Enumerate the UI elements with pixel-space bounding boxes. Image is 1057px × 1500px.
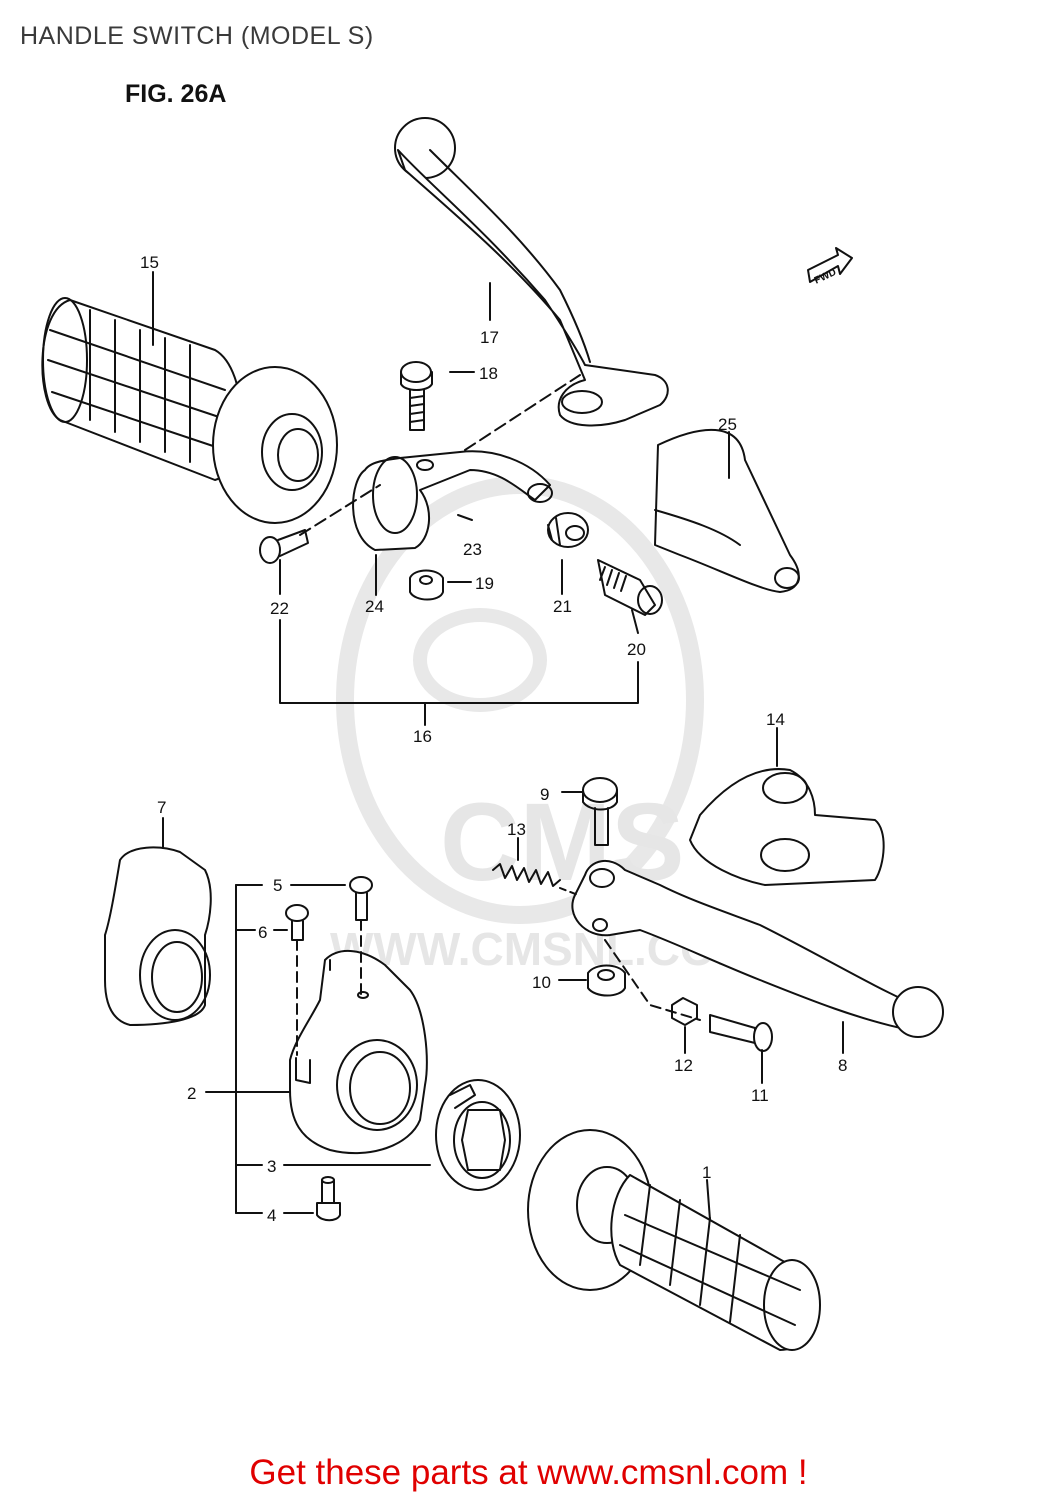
fwd-arrow-icon — [807, 247, 853, 283]
callout-20: 20 — [627, 640, 646, 659]
spring-part-13 — [492, 863, 561, 887]
callout-11: 11 — [751, 1086, 769, 1105]
screw-part-5 — [349, 876, 373, 921]
callout-24: 24 — [365, 597, 384, 616]
clutch-lever-part-8 — [571, 860, 944, 1038]
callout-13: 13 — [507, 820, 526, 839]
callout-7: 7 — [157, 798, 166, 817]
callout-25: 25 — [718, 415, 737, 434]
switch-cover-part-7 — [104, 846, 212, 1026]
callout-16: 16 — [413, 727, 432, 746]
callout-2: 2 — [187, 1084, 196, 1103]
figure-label: FIG. 26A — [125, 80, 227, 108]
page-title: HANDLE SWITCH (MODEL S) — [20, 22, 374, 50]
lever-holder-part-23-24 — [352, 450, 553, 551]
adjuster-part-20 — [597, 559, 663, 616]
screw-part-22 — [259, 529, 309, 564]
callout-10: 10 — [532, 973, 551, 992]
callout-9: 9 — [540, 785, 549, 804]
callout-18: 18 — [479, 364, 498, 383]
locknut-part-21 — [547, 512, 589, 548]
footer-link[interactable]: Get these parts at www.cmsnl.com ! — [0, 1453, 1057, 1493]
callout-8: 8 — [838, 1056, 847, 1075]
bolt-part-11 — [709, 1014, 773, 1052]
footer-link-text[interactable]: Get these parts at www.cmsnl.com ! — [249, 1453, 808, 1492]
callout-12: 12 — [674, 1056, 693, 1075]
callout-23: 23 — [463, 540, 482, 559]
nut-part-12 — [671, 997, 698, 1026]
callout-14: 14 — [766, 710, 785, 729]
callout-17: 17 — [480, 328, 499, 347]
switch-plate-part-3 — [435, 1079, 521, 1191]
screw-part-6 — [285, 904, 309, 941]
brake-lever-part-17 — [394, 117, 669, 427]
callout-4: 4 — [267, 1206, 276, 1225]
callout-15: 15 — [140, 253, 159, 272]
callout-1: 1 — [702, 1163, 711, 1182]
right-grip-part-1 — [527, 1129, 821, 1351]
assembly-bracket-16 — [279, 619, 639, 704]
callout-19: 19 — [475, 574, 494, 593]
lever-cover-part-25 — [654, 428, 800, 593]
bolt-part-18 — [400, 361, 433, 431]
callout-22: 22 — [270, 599, 289, 618]
callout-3: 3 — [267, 1157, 276, 1176]
callout-21: 21 — [553, 597, 572, 616]
exploded-parts-diagram: CMS WWW.CMSNL.COM — [41, 117, 944, 1351]
switch-housing-part-2 — [289, 949, 428, 1155]
bolt-part-9 — [582, 777, 618, 846]
left-grip-part-15 — [41, 297, 338, 524]
nut-part-19 — [409, 569, 444, 601]
screw-part-4 — [316, 1176, 341, 1222]
callout-5: 5 — [273, 876, 282, 895]
nut-part-10 — [587, 964, 626, 997]
callout-6: 6 — [258, 923, 267, 942]
lever-cover-part-14 — [689, 768, 885, 886]
